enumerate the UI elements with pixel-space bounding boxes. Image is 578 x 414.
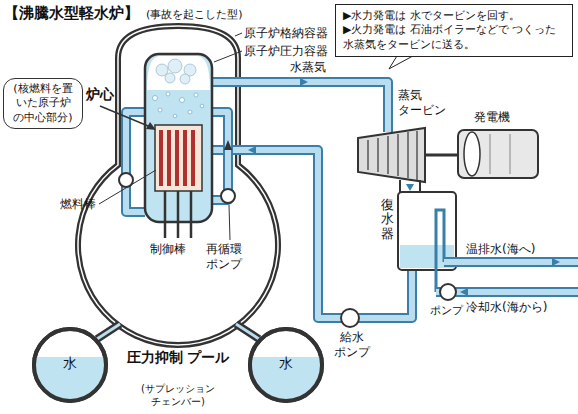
generator-detail xyxy=(510,134,511,174)
flow-arrow xyxy=(406,184,414,191)
part-label: 復水器 xyxy=(381,198,394,241)
turbine-blades xyxy=(368,131,417,180)
pool-label: 水 xyxy=(32,354,108,372)
arrow-head xyxy=(146,122,156,130)
diagram-title: 【沸騰水型軽水炉】 xyxy=(4,4,139,23)
suppression-pool: 水 xyxy=(248,327,324,403)
part-label: 原子炉圧力容器 xyxy=(244,44,328,59)
flow-arrow xyxy=(300,78,308,86)
recirculation-pipe-inner xyxy=(126,112,145,212)
pool-pipe-inner xyxy=(236,324,259,339)
generator-face xyxy=(464,132,480,176)
leader-line xyxy=(229,205,230,240)
cooling-pump xyxy=(440,284,456,300)
recirculation-pipe-inner xyxy=(212,112,228,200)
flow-arrow xyxy=(248,146,256,154)
callout-tail xyxy=(389,56,413,69)
part-label: 蒸気 タービン xyxy=(398,88,452,118)
generator-detail xyxy=(490,134,491,174)
core-arrow xyxy=(100,106,153,128)
control-rods xyxy=(165,191,191,238)
exhaust-duct xyxy=(400,180,420,192)
part-label: 圧力抑制 プール xyxy=(118,349,238,367)
pool-pipe-inner xyxy=(97,324,120,339)
node-text: (核燃料を置 いた原子炉 の中心部分) xyxy=(8,82,78,125)
flow-label: 冷却水(海から) xyxy=(466,300,547,315)
recirculation-pipe xyxy=(212,112,228,200)
pool-pipe xyxy=(97,324,120,339)
note-callout: ▶水力発電は 水でタービンを回す。▶火力発電は 石油ボイラーなどで つくった水蒸… xyxy=(335,4,573,57)
steam-turbine xyxy=(358,128,425,182)
leader-line xyxy=(99,170,156,204)
cooling-water-pipe-inner xyxy=(436,289,578,295)
part-label: 給水 ポンプ xyxy=(330,330,374,360)
node-text: ▶水力発電は 水でタービンを回す。 xyxy=(343,9,565,23)
suppression-pool: 水 xyxy=(32,327,108,403)
part-label: 発電機 xyxy=(474,110,510,125)
steam-cloud xyxy=(156,59,196,84)
flow-arrow xyxy=(460,288,468,296)
generator xyxy=(458,130,538,178)
bubbles xyxy=(153,92,204,118)
shaft xyxy=(425,154,458,157)
flow-arrow xyxy=(224,140,232,150)
cooling-water-pipe xyxy=(436,287,578,297)
reactor-core xyxy=(155,125,202,191)
part-label: 燃料棒 xyxy=(60,197,96,212)
steam-pipe-inner xyxy=(212,82,388,132)
part-label: 再循環 ポンプ xyxy=(206,242,258,272)
feed-pump xyxy=(341,309,359,327)
fuel-rods xyxy=(159,130,195,186)
cooling-coil xyxy=(436,210,444,292)
recirculation-pump xyxy=(221,189,235,203)
pool-pipe xyxy=(236,324,259,339)
containment-inner-line xyxy=(78,26,278,345)
core-note-box: (核燃料を置 いた原子炉 の中心部分) xyxy=(3,78,83,129)
flow-label: 温排水(海へ) xyxy=(466,242,535,257)
leader-line xyxy=(235,33,242,36)
pool-label: 水 xyxy=(248,354,324,372)
steam-space xyxy=(147,56,210,90)
part-label: 炉心 xyxy=(86,86,114,104)
recirculation-pipe xyxy=(126,112,145,212)
subtitle-note: (事故を起こした型) xyxy=(146,8,243,22)
part-label: 制御棒 xyxy=(150,242,186,257)
node-text: ▶火力発電は 石油ボイラーなどで つくった水蒸気をタービンに送る。 xyxy=(343,23,565,52)
warm-water-pipe-inner xyxy=(444,259,578,265)
part-label: 原子炉格納容器 xyxy=(244,26,328,41)
part-label: ポンプ xyxy=(430,304,463,318)
flow-label: 水蒸気 xyxy=(290,60,326,75)
warm-water-pipe xyxy=(444,257,578,267)
flow-arrow xyxy=(552,258,560,266)
leader-line xyxy=(214,51,242,62)
steam-pipe xyxy=(212,82,388,132)
part-label: (サプレッション チェンバー) xyxy=(113,383,243,408)
containment-vessel xyxy=(78,26,278,345)
